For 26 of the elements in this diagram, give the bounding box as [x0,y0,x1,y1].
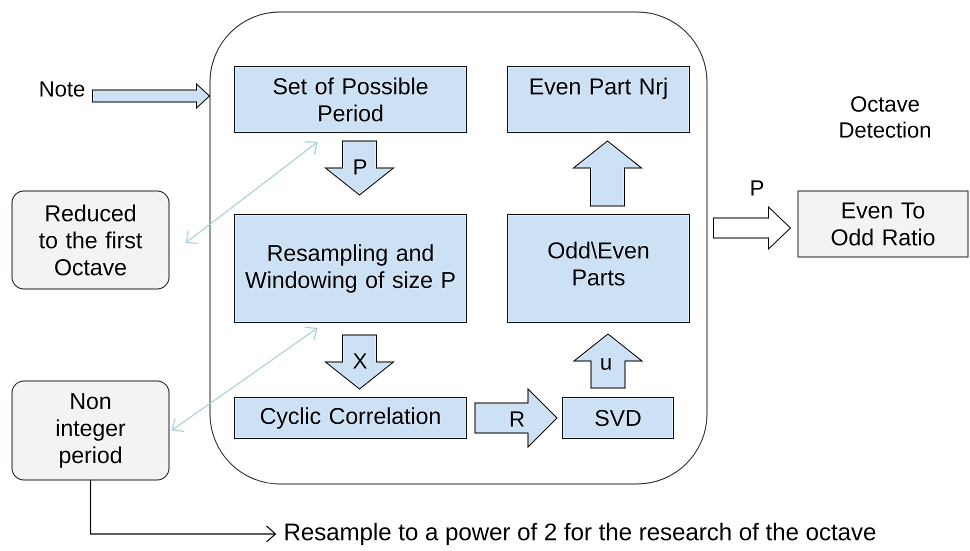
section-heading: Octave Detection [840,96,930,138]
process-box: Cyclic Correlation [234,396,467,439]
rounded-container [210,12,708,484]
process-box: SVD [562,396,674,439]
double-arrow [186,141,318,244]
arrow-label: P [748,179,766,197]
process-box: Resampling and Windowing of size P [234,214,467,323]
note-box: Reduced to the first Octave [12,190,170,290]
block-arrow [474,388,558,448]
elbow-arrow [90,480,276,542]
double-arrow [172,326,318,432]
arrow-label: u [598,357,614,371]
result-box: Even To Odd Ratio [798,190,968,258]
block-arrow [92,82,210,110]
block-arrow [713,206,792,250]
process-box: Odd\Even Parts [507,214,690,323]
text-label: Resample to a power of 2 for the research of the octave [286,522,876,546]
block-arrow [572,333,644,388]
text-label: Note [40,81,84,97]
process-box: Set of Possible Period [234,66,467,133]
block-arrow [572,140,643,206]
process-box: Even Part Nrj [507,66,690,133]
arrow-label: P [352,158,368,176]
note-box: Non integer period [12,380,170,480]
arrow-label: X [352,352,368,370]
arrow-label: R [508,410,526,428]
